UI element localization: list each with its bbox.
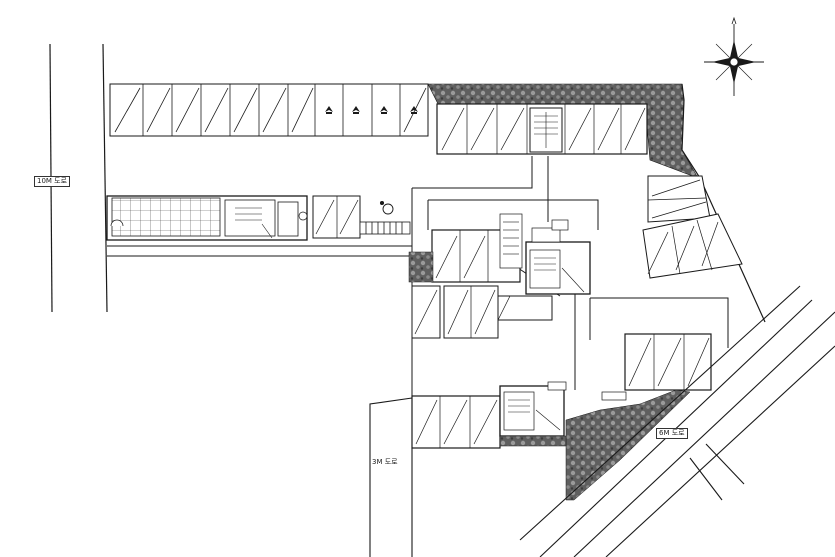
parking-row-north: [109, 83, 429, 137]
stair-core-west: [224, 199, 276, 237]
parking-row-middle: [411, 285, 553, 339]
building-south-block: [411, 381, 567, 449]
crosswalk: [359, 221, 411, 235]
building-west-block: [106, 195, 308, 241]
road-west-label: 10M 도로: [34, 176, 71, 187]
building-central-block: [431, 213, 591, 295]
road-south: [369, 397, 413, 557]
planting-south: [499, 389, 691, 501]
accessible-parking-icon: [379, 200, 394, 215]
road-south-label: 3M 도로: [372, 458, 398, 466]
building-north-block: [436, 103, 648, 155]
tree-symbols-north: [325, 106, 418, 114]
parking-row-west-middle: [312, 195, 361, 239]
compass-north-arrow-icon: [704, 16, 764, 96]
building-southeast-block: [601, 333, 712, 401]
parking-row-east: [642, 175, 743, 279]
planting-west: [408, 251, 434, 283]
road-southeast-label: 6M 도로: [656, 428, 688, 439]
